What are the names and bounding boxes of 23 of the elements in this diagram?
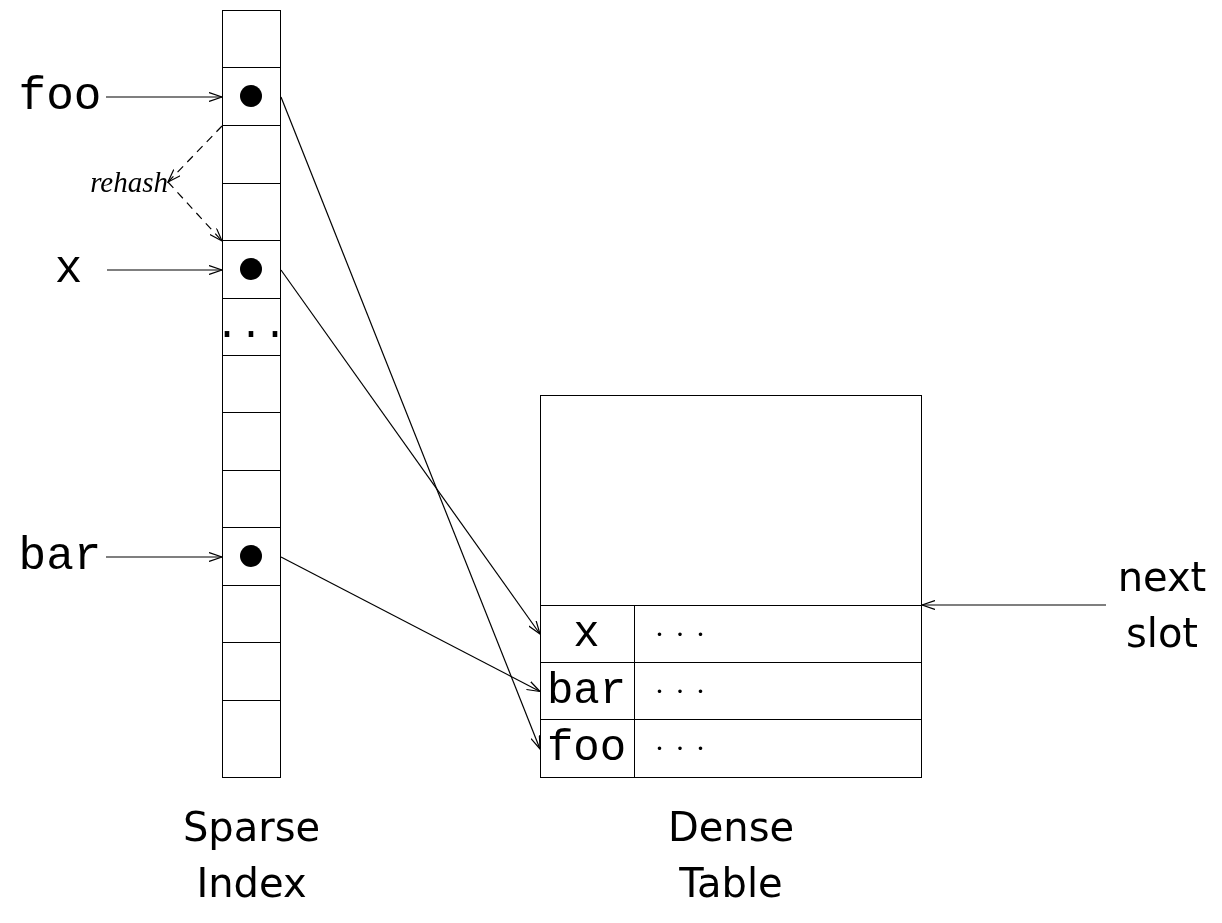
pointer-label: next slot xyxy=(1106,545,1218,665)
arrow xyxy=(921,599,1107,611)
table-title: Dense Table xyxy=(666,803,796,908)
annotation-label: rehash xyxy=(50,162,168,202)
key-cell: foo xyxy=(539,719,635,778)
key-cell: x xyxy=(539,604,635,663)
arrow xyxy=(106,264,223,276)
value-cell: ··· xyxy=(634,604,922,663)
dashed-arrow xyxy=(167,125,223,183)
key-label: bar xyxy=(14,529,106,585)
arrow xyxy=(280,269,541,635)
key-label: x xyxy=(30,242,107,298)
value-cell: ··· xyxy=(634,719,922,778)
ellipsis-cell: ... xyxy=(221,298,281,356)
dashed-arrow xyxy=(167,181,223,242)
value-cell: ··· xyxy=(634,662,922,720)
key-cell: bar xyxy=(539,662,635,720)
column-title: Sparse Index xyxy=(181,803,322,908)
arrow xyxy=(105,551,223,563)
arrow xyxy=(280,556,541,693)
key-label: foo xyxy=(14,69,106,125)
arrow xyxy=(105,91,223,103)
arrow xyxy=(280,96,541,750)
